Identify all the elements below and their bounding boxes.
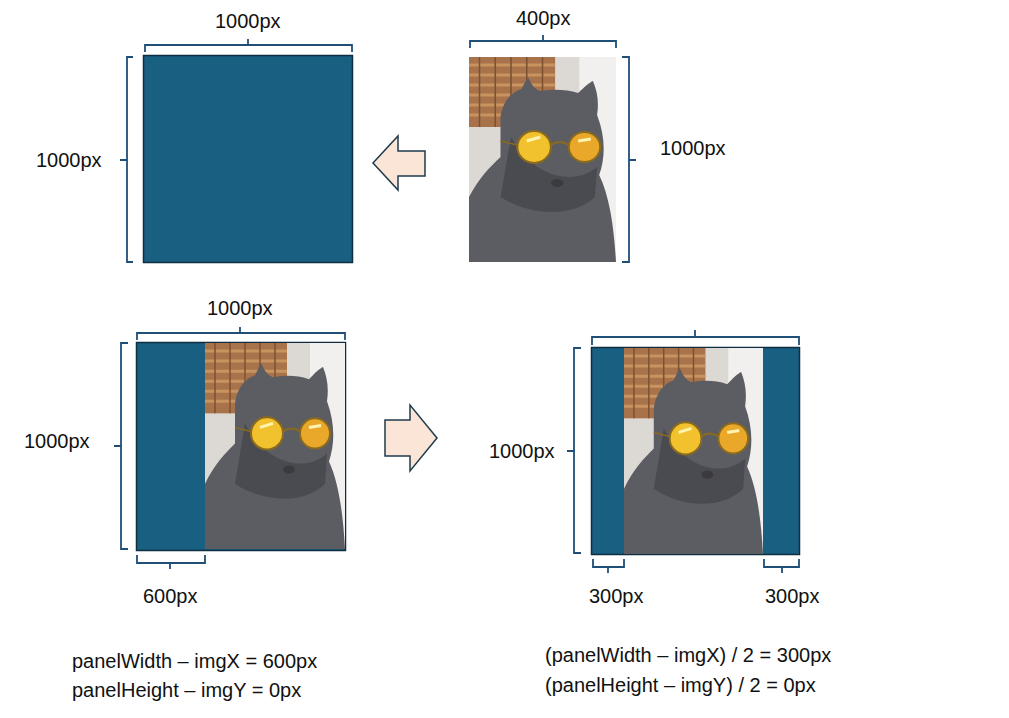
dimension-label: 600px bbox=[143, 584, 198, 608]
dimension-label: 1000px bbox=[24, 429, 90, 453]
dimension-brackets bbox=[114, 35, 799, 573]
right-arrow bbox=[385, 405, 437, 471]
target-panel bbox=[144, 56, 353, 263]
dimension-label: 1000px bbox=[660, 136, 726, 160]
dimension-label: 1000px bbox=[215, 9, 281, 33]
dimension-label: 1000px bbox=[207, 296, 273, 320]
panel-offset bbox=[137, 343, 346, 551]
formula-text: panelWidth – imgX = 600px bbox=[72, 649, 317, 673]
dimension-label: 1000px bbox=[489, 439, 555, 463]
dimension-label: 300px bbox=[765, 584, 820, 608]
formula-text: (panelWidth – imgX) / 2 = 300px bbox=[545, 643, 831, 667]
dimension-label: 300px bbox=[589, 584, 644, 608]
dimension-label: 1000px bbox=[36, 148, 102, 172]
source-image bbox=[469, 57, 616, 262]
panel-centered bbox=[592, 348, 800, 555]
dimension-label: 400px bbox=[516, 6, 571, 30]
formula-text: panelHeight – imgY = 0px bbox=[72, 678, 301, 702]
formula-text: (panelHeight – imgY) / 2 = 0px bbox=[545, 673, 816, 697]
left-arrow bbox=[373, 136, 425, 190]
